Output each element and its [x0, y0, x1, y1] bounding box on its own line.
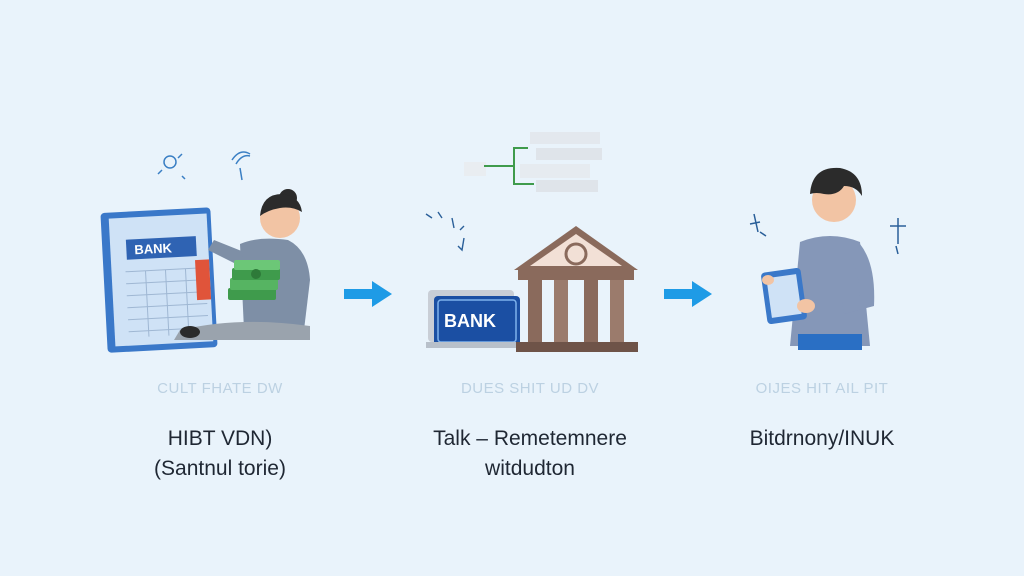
step-2-title-line-1: Talk – Remetemnere — [433, 427, 627, 450]
step-2-title: Talk – Remetemnere witdudton — [380, 424, 680, 484]
flow-arrow-1-icon — [344, 281, 392, 307]
step-2-illustration: BANK — [425, 132, 638, 352]
bank-card-label: BANK — [444, 311, 496, 331]
bank-building-icon — [514, 226, 638, 352]
step-1-faint-label: CULT FHATE DW — [157, 380, 283, 397]
spreadsheet-bank-label: BANK — [134, 240, 173, 257]
step-3-illustration — [749, 167, 906, 350]
woman-figure — [174, 189, 310, 340]
step-3-title-line-1: Bitdrnony/INUK — [749, 427, 895, 450]
step-1-illustration: BANK — [100, 151, 310, 353]
step-3-faint-label: OIJES HIT AIL PIT — [755, 380, 889, 397]
step-2-title-line-2: witdudton — [485, 457, 575, 480]
man-figure — [761, 167, 875, 350]
floating-chart-icon — [464, 132, 602, 192]
step-1-title-line-2: (Santnul torie) — [154, 457, 286, 480]
cash-stack-icon — [228, 260, 280, 300]
step-3-title: Bitdrnony/INUK — [672, 424, 972, 454]
bank-card: BANK — [426, 290, 520, 348]
flow-arrow-2-icon — [664, 281, 712, 307]
step-1-title: HIBT VDN) (Santnul torie) — [70, 424, 370, 484]
sparkle-doodle-icon — [749, 213, 906, 255]
doodle-icon — [157, 151, 251, 181]
step-3: OIJES HIT AIL PIT Bitdrnony/INUK — [672, 0, 972, 576]
step-1-title-line-1: HIBT VDN) — [167, 427, 273, 450]
step-2-faint-label: DUES SHIT UD DV — [460, 380, 600, 397]
step-1: BANK — [70, 0, 370, 576]
sparkle-doodle-icon — [425, 211, 465, 252]
step-2: BANK DUES SHIT UD DV Talk – Remetemnere … — [380, 0, 680, 576]
